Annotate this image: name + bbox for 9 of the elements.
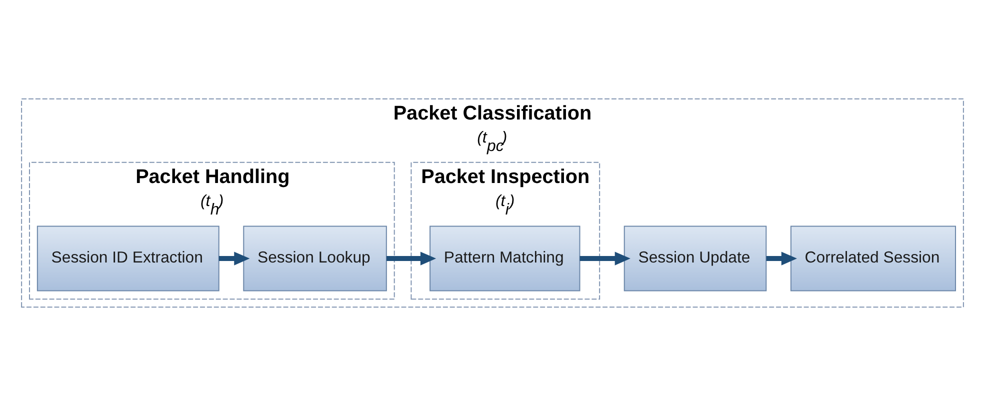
arrow bbox=[386, 251, 436, 265]
node-box: Correlated Session bbox=[790, 225, 956, 291]
arrow bbox=[218, 251, 250, 265]
node-box: Session ID Extraction bbox=[36, 225, 220, 291]
arrow bbox=[766, 251, 797, 265]
node-box: Session Lookup bbox=[243, 225, 387, 291]
arrow bbox=[580, 251, 630, 265]
node-box: Session Update bbox=[624, 225, 767, 291]
node-box: Pattern Matching bbox=[430, 225, 580, 291]
